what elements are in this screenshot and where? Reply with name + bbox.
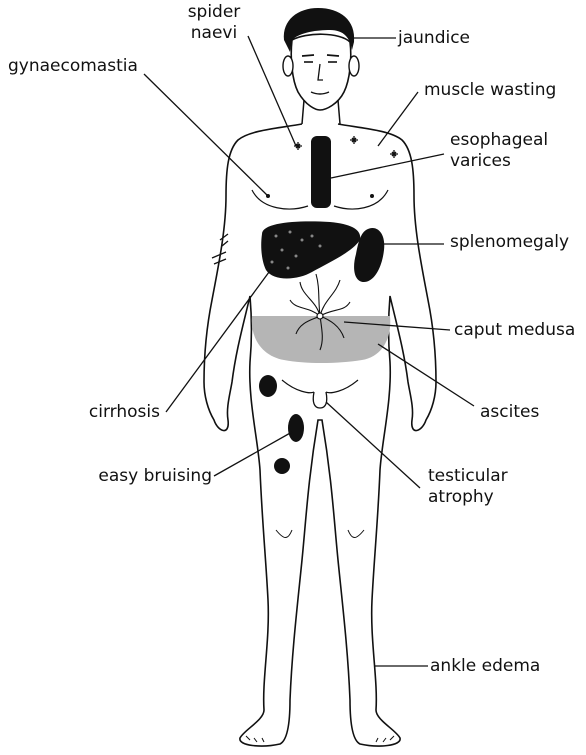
bruise-2 — [288, 414, 304, 442]
right-ear — [349, 56, 359, 76]
label-muscle-wasting: muscle wasting — [424, 80, 556, 101]
label-ascites: ascites — [480, 402, 539, 423]
navel — [317, 313, 323, 319]
label-esophageal-varices-line2: varices — [450, 151, 548, 172]
label-esophageal-varices-line1: esophageal — [450, 130, 548, 151]
right-eyebrow — [327, 55, 339, 56]
label-testicular-atrophy-line1: testicular — [428, 466, 508, 487]
label-caput-medusa: caput medusa — [454, 320, 575, 341]
label-cirrhosis-text: cirrhosis — [89, 402, 160, 422]
label-testicular-atrophy-line2: atrophy — [428, 487, 508, 508]
label-cirrhosis: cirrhosis — [76, 402, 160, 423]
label-muscle-wasting-text: muscle wasting — [424, 80, 556, 100]
label-caput-medusa-text: caput medusa — [454, 320, 575, 340]
label-ankle-edema-text: ankle edema — [430, 656, 540, 676]
label-ascites-text: ascites — [480, 402, 539, 422]
label-easy-bruising-text: easy bruising — [98, 466, 212, 486]
left-ear — [283, 56, 293, 76]
label-gynaecomastia: gynaecomastia — [8, 56, 138, 77]
label-jaundice-text: jaundice — [398, 28, 470, 48]
label-esophageal-varices: esophageal varices — [450, 130, 548, 172]
testicles — [313, 392, 327, 408]
label-ankle-edema: ankle edema — [430, 656, 540, 677]
label-spider-naevi-line2: naevi — [178, 23, 250, 44]
right-nipple — [370, 194, 374, 198]
label-easy-bruising: easy bruising — [70, 466, 212, 487]
head — [291, 34, 351, 110]
bruise-3 — [274, 458, 290, 474]
bruise — [259, 375, 277, 397]
label-splenomegaly-text: splenomegaly — [450, 232, 569, 252]
body-outline — [204, 124, 436, 746]
label-testicular-atrophy: testicular atrophy — [428, 466, 508, 508]
esophagus — [311, 136, 331, 208]
label-jaundice: jaundice — [398, 28, 470, 49]
label-spider-naevi-line1: spider — [178, 2, 250, 23]
left-eyebrow — [302, 55, 314, 56]
label-splenomegaly: splenomegaly — [450, 232, 569, 253]
label-gynaecomastia-text: gynaecomastia — [8, 56, 138, 76]
label-spider-naevi: spider naevi — [178, 2, 250, 44]
